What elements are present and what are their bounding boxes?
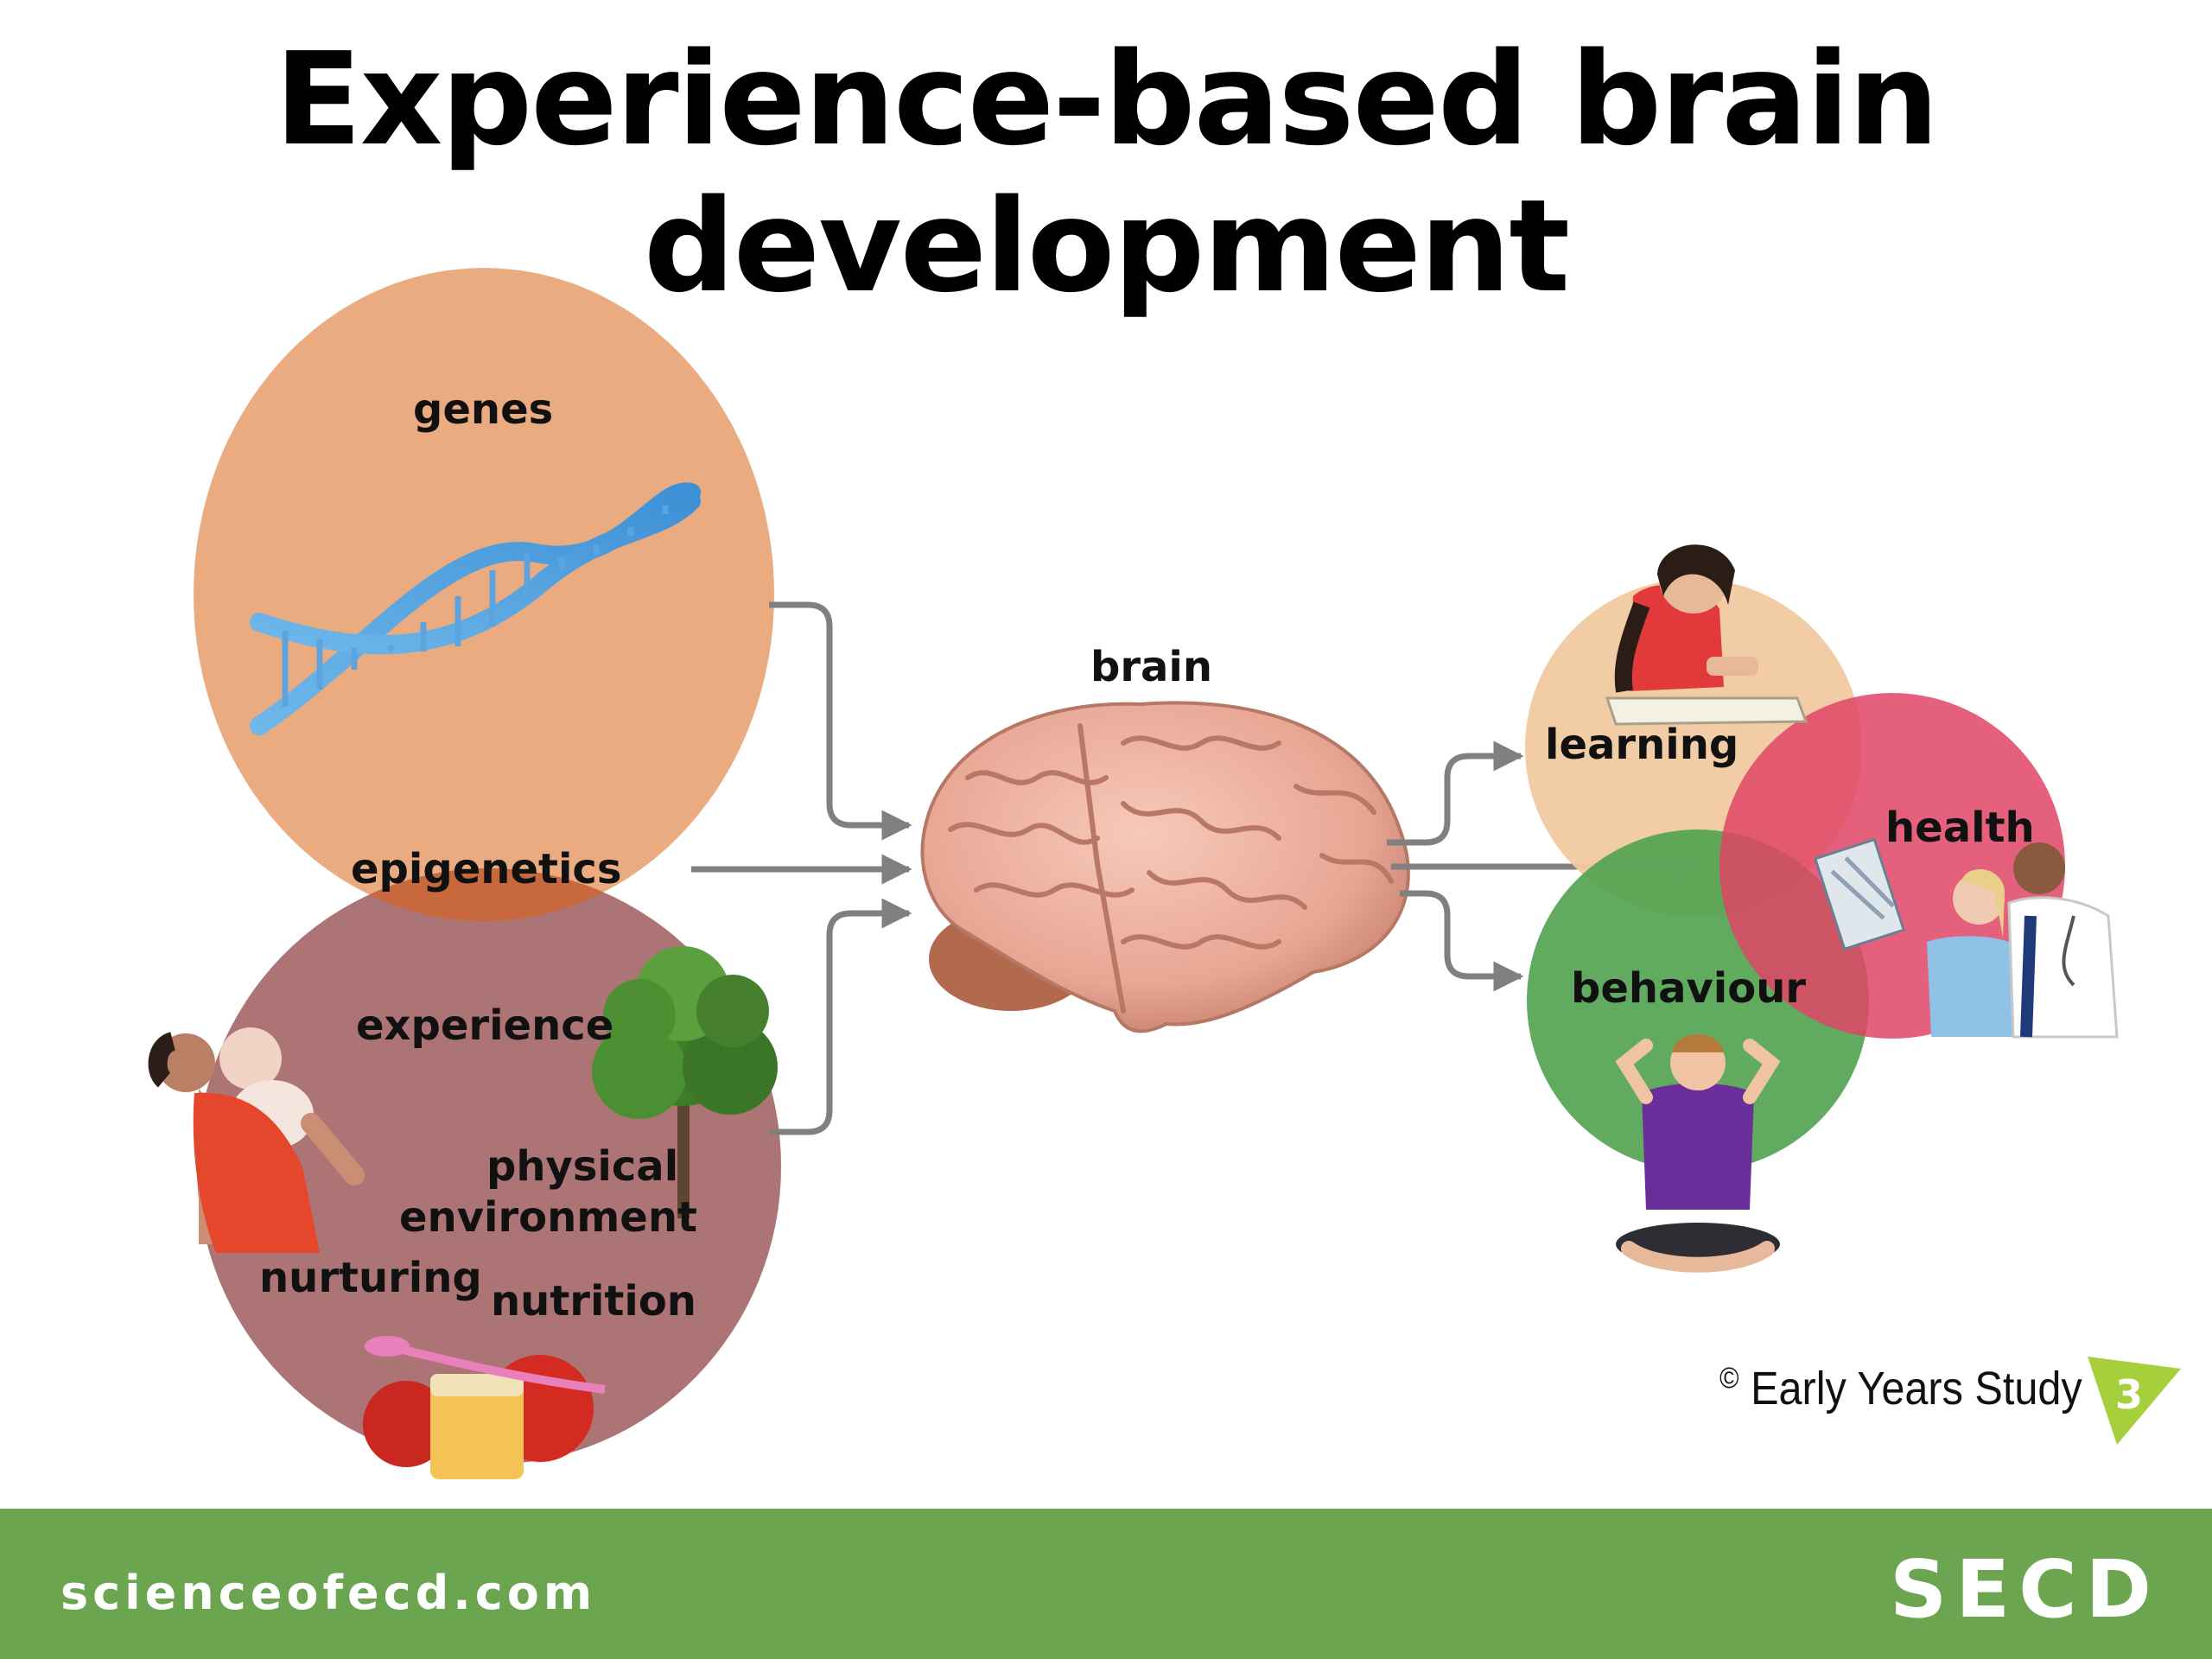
doctor-xray-icon — [1813, 837, 2119, 1039]
environment-label: environment — [399, 1193, 697, 1242]
page-title: Experience-based brain development — [274, 25, 1940, 321]
nurturing-label: nurturing — [259, 1254, 482, 1302]
epigenetics-label: epigenetics — [351, 845, 622, 893]
reading-child-icon — [1605, 544, 1808, 726]
footer-bar — [0, 1509, 2212, 1659]
tree-icon — [592, 946, 778, 1218]
footer-url: scienceofecd.com — [60, 1566, 597, 1620]
genes-arrow — [769, 601, 912, 841]
dna-icon — [250, 482, 701, 735]
credit-text: Early Years Study — [1751, 1363, 2082, 1414]
sitting-child-icon — [1615, 1034, 1781, 1273]
baby-food-icon — [363, 1336, 606, 1479]
parent-child-icon — [148, 1027, 365, 1253]
nutrition-label: nutrition — [491, 1277, 696, 1325]
early-years-badge-icon: 3 — [2088, 1357, 2181, 1445]
brain-label: brain — [1090, 643, 1213, 691]
genes-label: genes — [413, 385, 554, 434]
credit: © Early Years Study — [1719, 1362, 2082, 1415]
behaviour-label: behaviour — [1571, 964, 1807, 1013]
genes-circle — [194, 268, 774, 921]
brain-icon — [920, 701, 1410, 1033]
physical-label: physical — [486, 1142, 679, 1191]
health-label: health — [1885, 804, 2035, 852]
footer-logo: SECD — [1890, 1543, 2160, 1636]
copyright-symbol: © — [1719, 1362, 1739, 1395]
input-arrows — [691, 601, 912, 1135]
behaviour-arrow — [1400, 890, 1524, 992]
badge-number: 3 — [2115, 1371, 2143, 1418]
experience-arrow — [769, 898, 912, 1135]
experience-label: experience — [356, 1001, 614, 1050]
learning-label: learning — [1545, 721, 1739, 769]
learning-arrow — [1387, 741, 1524, 846]
